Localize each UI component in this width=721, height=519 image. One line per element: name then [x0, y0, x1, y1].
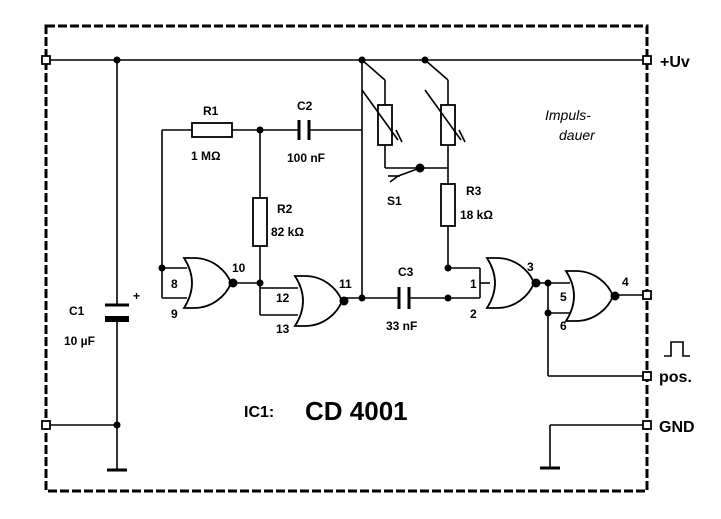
- c3-ref: C3: [398, 265, 414, 279]
- pin-1: 1: [470, 277, 477, 291]
- resistor-r2: [252, 197, 268, 247]
- pin-3: 3: [527, 260, 534, 274]
- resistor-r3: [440, 183, 456, 227]
- junctions: [113, 56, 552, 429]
- r1-value: 1 MΩ: [191, 149, 221, 163]
- potentiometer-2: [424, 89, 466, 146]
- c3-value: 33 nF: [386, 319, 417, 333]
- ic-prefix: IC1:: [244, 404, 274, 421]
- terminal-output-4: [642, 290, 652, 300]
- pin-6: 6: [560, 319, 567, 333]
- pin-9: 9: [171, 307, 178, 321]
- pin-2: 2: [470, 307, 477, 321]
- terminal-pos: [642, 371, 652, 381]
- switch-s1: [388, 163, 425, 183]
- c2-ref: C2: [297, 99, 313, 113]
- nor-gate-b: [293, 275, 349, 327]
- ground-label: GND: [659, 419, 695, 436]
- nor-gate-a: [182, 257, 238, 309]
- supply-label: +Uv: [660, 54, 690, 71]
- pin-10: 10: [232, 261, 246, 275]
- pin-11: 11: [339, 277, 352, 291]
- output-label: pos.: [659, 369, 692, 386]
- capacitor-c3: [397, 287, 411, 309]
- terminal-supply: [642, 55, 652, 65]
- pin-4: 4: [622, 275, 629, 289]
- pulse-icon: [664, 341, 690, 357]
- terminal-gnd: [642, 420, 652, 430]
- s1-ref: S1: [387, 194, 402, 208]
- nor-gate-c: [485, 257, 541, 309]
- capacitor-c1: [105, 303, 129, 322]
- nor-gate-d: [564, 270, 620, 322]
- terminal-left-ground: [41, 420, 51, 430]
- ic-part: CD 4001: [305, 396, 408, 426]
- r2-ref: R2: [277, 202, 293, 216]
- module-border: [44, 24, 649, 493]
- pin-5: 5: [560, 290, 567, 304]
- pin-8: 8: [171, 277, 178, 291]
- c1-polarity: +: [133, 289, 140, 303]
- resistor-r1: [191, 122, 233, 138]
- pin-12: 12: [276, 291, 290, 305]
- terminal-left-supply: [41, 55, 51, 65]
- wiring: [46, 59, 647, 472]
- c1-ref: C1: [69, 304, 85, 318]
- r3-value: 18 kΩ: [460, 208, 493, 222]
- c1-value: 10 µF: [64, 334, 95, 348]
- r1-ref: R1: [203, 104, 219, 118]
- c2-value: 100 nF: [287, 151, 325, 165]
- r2-value: 82 kΩ: [271, 225, 304, 239]
- capacitor-c2: [297, 120, 311, 140]
- pin-13: 13: [276, 322, 290, 336]
- annotation-line2: dauer: [559, 127, 596, 143]
- r3-ref: R3: [466, 184, 482, 198]
- annotation-line1: Impuls-: [545, 107, 591, 123]
- potentiometer-1: [361, 89, 403, 146]
